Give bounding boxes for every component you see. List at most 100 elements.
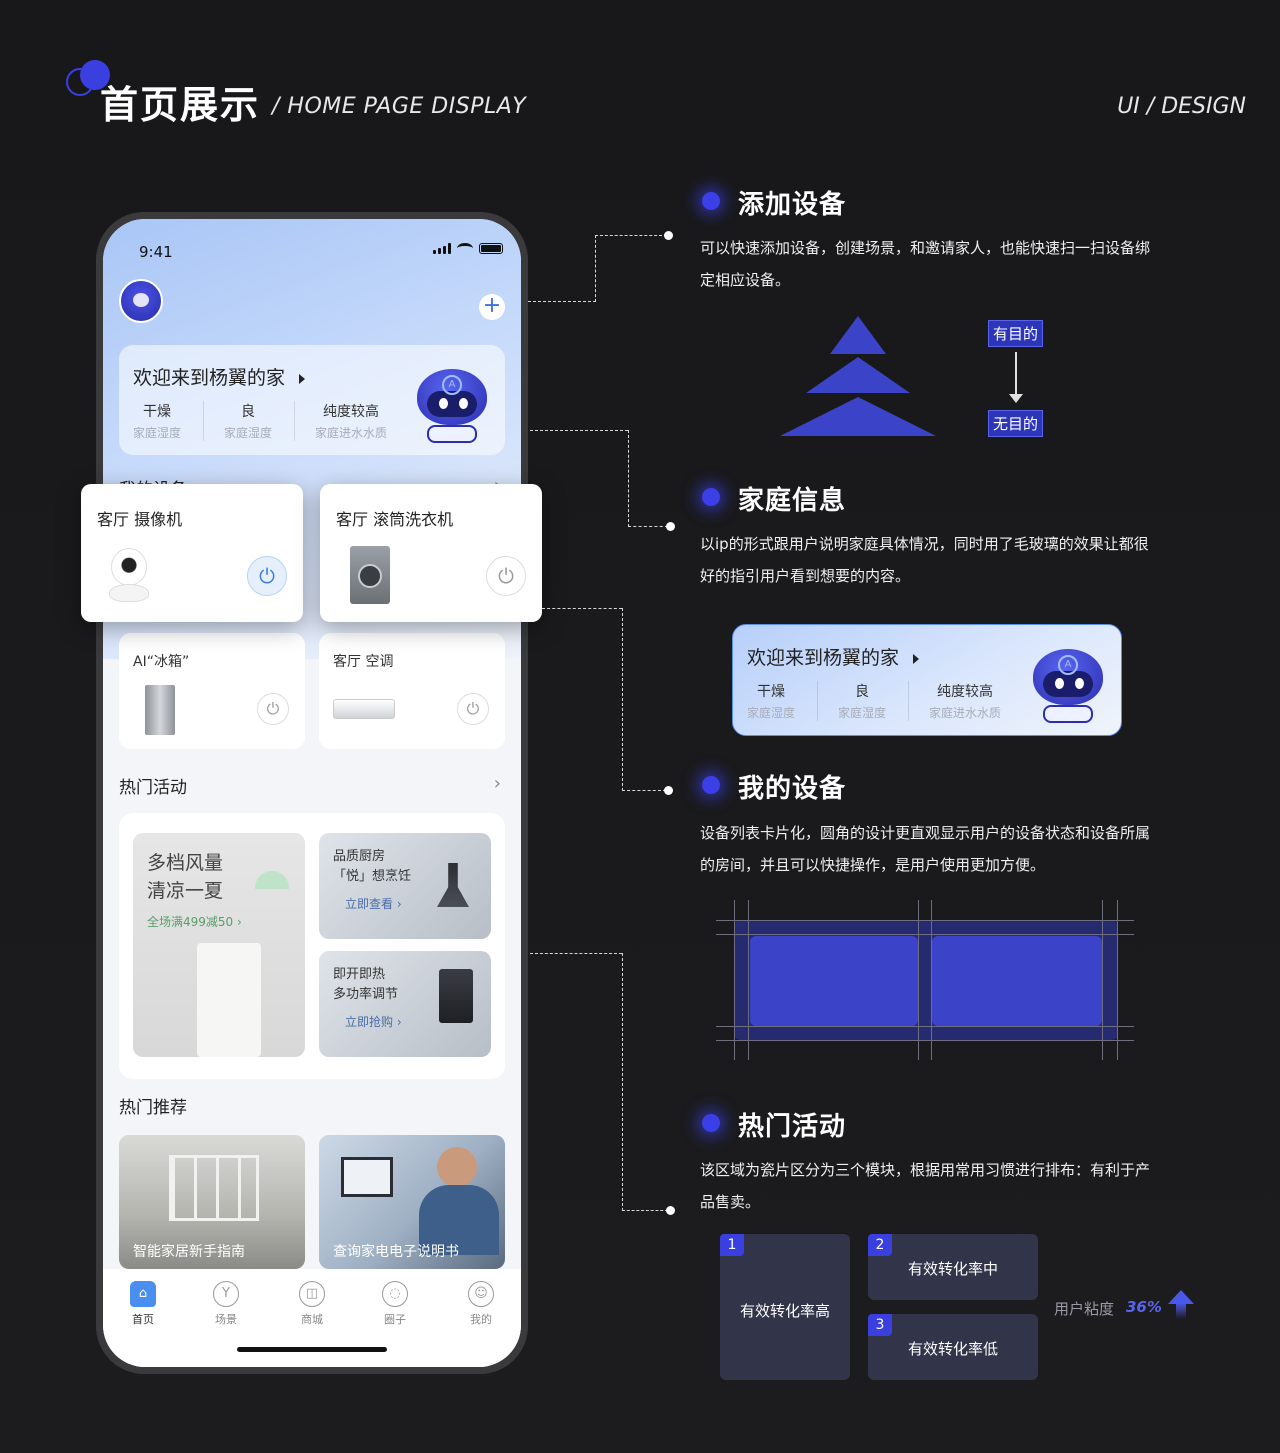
recommend-title-text: 智能家居新手指南: [133, 1244, 245, 1260]
connector-dot: [666, 522, 675, 531]
stat-label: 家庭进水水质: [315, 426, 388, 440]
welcome-stats: 干燥家庭湿度 良家庭湿度 纯度较高家庭进水水质: [133, 401, 429, 441]
stat-value: 干燥: [757, 684, 785, 700]
stat-value: 纯度较高: [323, 404, 380, 420]
power-button[interactable]: ⏻: [257, 693, 289, 725]
stickiness-label: 用户粘度: [1054, 1300, 1115, 1318]
device-card-fridge[interactable]: AI“冰箱” ⏻: [119, 633, 305, 749]
tab-scene[interactable]: Y 场景: [196, 1281, 256, 1327]
connector-line: [595, 235, 596, 302]
welcome-card[interactable]: 欢迎来到杨翼的家 干燥家庭湿度 良家庭湿度 纯度较高家庭进水水质 A: [119, 345, 505, 455]
lamp-icon: [255, 871, 289, 889]
grid-card-block-right: [932, 936, 1102, 1026]
pyramid-bottom: [780, 397, 936, 436]
section-glow-dot: [702, 192, 720, 210]
section-text-family-info: 以ip的形式跟用户说明家庭具体情况，同时用了毛玻璃的效果让都很好的指引用户看到想…: [700, 535, 1149, 585]
status-bar-icons: [433, 243, 503, 254]
phone-screen: 9:41 + 欢迎来到杨翼的家 干燥家庭湿度 良家庭湿度 纯度较高家庭进水水质: [103, 219, 521, 1367]
add-device-button[interactable]: +: [479, 294, 505, 320]
header-right-label: UI / DESIGN: [1117, 94, 1246, 119]
tab-label: 我的: [470, 1313, 492, 1326]
tab-home[interactable]: ⌂首页: [113, 1281, 173, 1327]
battery-icon: [479, 243, 503, 254]
recommend-title: 热门推荐: [119, 1098, 187, 1118]
activity-link[interactable]: 立即查看 ›: [345, 897, 402, 911]
grid-guide-line: [716, 1026, 1134, 1027]
welcome-title: 欢迎来到杨翼的家: [747, 643, 920, 670]
activities-panel: 多档风量 清凉一夏 全场满499减50 › 品质厨房 「悦」想烹饪 立即查看 ›…: [119, 813, 505, 1079]
grid-guide-line: [716, 934, 1134, 935]
robot-mascot-icon: A: [409, 365, 497, 451]
grid-guide-line: [716, 1040, 1134, 1041]
scene-icon: Y: [213, 1281, 239, 1307]
connector-line: [628, 430, 629, 527]
profile-icon: ☺: [468, 1281, 494, 1307]
recommend-title-text: 查询家电电子说明书: [333, 1244, 459, 1260]
shelf-illustration: [169, 1155, 259, 1221]
section-title-hot-activity: 热门活动: [738, 1112, 847, 1142]
tile-number: 2: [868, 1234, 892, 1256]
connector-line: [528, 301, 596, 302]
stat-value: 良: [241, 404, 256, 420]
power-button[interactable]: ⏻: [247, 556, 287, 596]
stat-label: 家庭湿度: [838, 706, 887, 720]
stat-label: 家庭湿度: [224, 426, 273, 440]
tab-label: 圈子: [384, 1313, 406, 1326]
power-button[interactable]: ⏻: [486, 556, 526, 596]
tab-profile[interactable]: ☺ 我的: [451, 1281, 511, 1327]
wifi-icon: [457, 243, 473, 254]
activity-link[interactable]: 立即抢购 ›: [345, 1015, 402, 1029]
connector-line: [530, 430, 628, 431]
tag-purposeful: 有目的: [988, 320, 1044, 347]
stat-water-quality: 纯度较高家庭进水水质: [315, 401, 409, 441]
recommend-card-manual[interactable]: 查询家电电子说明书: [319, 1135, 505, 1269]
activity-title: 多档风量 清凉一夏: [147, 852, 224, 902]
home-indicator: [237, 1347, 387, 1352]
circle-icon: ◌: [382, 1281, 408, 1307]
tile-mid-conversion: 2 有效转化率中: [868, 1234, 1038, 1300]
activity-link[interactable]: 全场满499减50 ›: [147, 915, 242, 929]
device-card-camera[interactable]: 客厅 摄像机 ⏻: [81, 484, 303, 622]
device-card-washer[interactable]: 客厅 滚筒洗衣机 ⏻: [320, 484, 542, 622]
header-dot-decoration: [80, 60, 110, 90]
tab-mall[interactable]: ◫商城: [282, 1281, 342, 1327]
connector-dot: [664, 786, 673, 795]
activity-banner-heater[interactable]: 即开即热 多功率调节 立即抢购 ›: [319, 951, 491, 1057]
tab-label: 场景: [215, 1313, 237, 1326]
home-icon: ⌂: [130, 1281, 156, 1307]
section-glow-dot: [702, 488, 720, 506]
hot-activities-chevron-icon[interactable]: ›: [493, 773, 501, 794]
arrow-up-stem: [1176, 1303, 1186, 1319]
user-avatar[interactable]: [119, 279, 163, 323]
caret-right-icon: [913, 653, 920, 664]
connector-line: [622, 953, 623, 1211]
activity-banner-kitchen[interactable]: 品质厨房 「悦」想烹饪 立即查看 ›: [319, 833, 491, 939]
welcome-stats: 干燥家庭湿度 良家庭湿度 纯度较高家庭进水水质: [747, 681, 1043, 721]
bag-icon: ◫: [299, 1281, 325, 1307]
connector-line: [622, 1210, 668, 1211]
section-text-add-device: 可以快速添加设备，创建场景，和邀请家人，也能快速扫一扫设备绑定相应设备。: [700, 239, 1151, 289]
stat-label: 家庭湿度: [747, 706, 796, 720]
device-card-aircon[interactable]: 客厅 空调 ⏻: [319, 633, 505, 749]
recommend-card-guide[interactable]: 智能家居新手指南: [119, 1135, 305, 1269]
pyramid-middle: [806, 357, 910, 393]
card-grid-diagram: [716, 900, 1134, 1060]
grid-guide-line: [734, 900, 735, 1060]
page-subtitle: / HOME PAGE DISPLAY: [272, 94, 527, 119]
power-button[interactable]: ⏻: [457, 693, 489, 725]
tab-circle[interactable]: ◌ 圈子: [365, 1281, 425, 1327]
device-name: 客厅 摄像机: [97, 510, 183, 529]
activity-banner-fan[interactable]: 多档风量 清凉一夏 全场满499减50 ›: [133, 833, 305, 1057]
tile-high-conversion: 1 有效转化率高: [720, 1234, 850, 1380]
tile-number: 1: [720, 1234, 744, 1256]
monitor-illustration: [341, 1157, 393, 1197]
grid-card-block-left: [750, 936, 918, 1026]
grid-guide-line: [748, 900, 749, 1060]
welcome-card-enlarged: 欢迎来到杨翼的家 干燥家庭湿度 良家庭湿度 纯度较高家庭进水水质 A: [732, 624, 1122, 736]
section-title-family-info: 家庭信息: [738, 486, 847, 516]
connector-line: [622, 608, 623, 791]
section-title-my-devices: 我的设备: [738, 774, 847, 804]
tile-label: 有效转化率高: [739, 1302, 830, 1320]
robot-mascot-icon: A: [1025, 645, 1113, 731]
arrow-line: [1015, 352, 1017, 396]
